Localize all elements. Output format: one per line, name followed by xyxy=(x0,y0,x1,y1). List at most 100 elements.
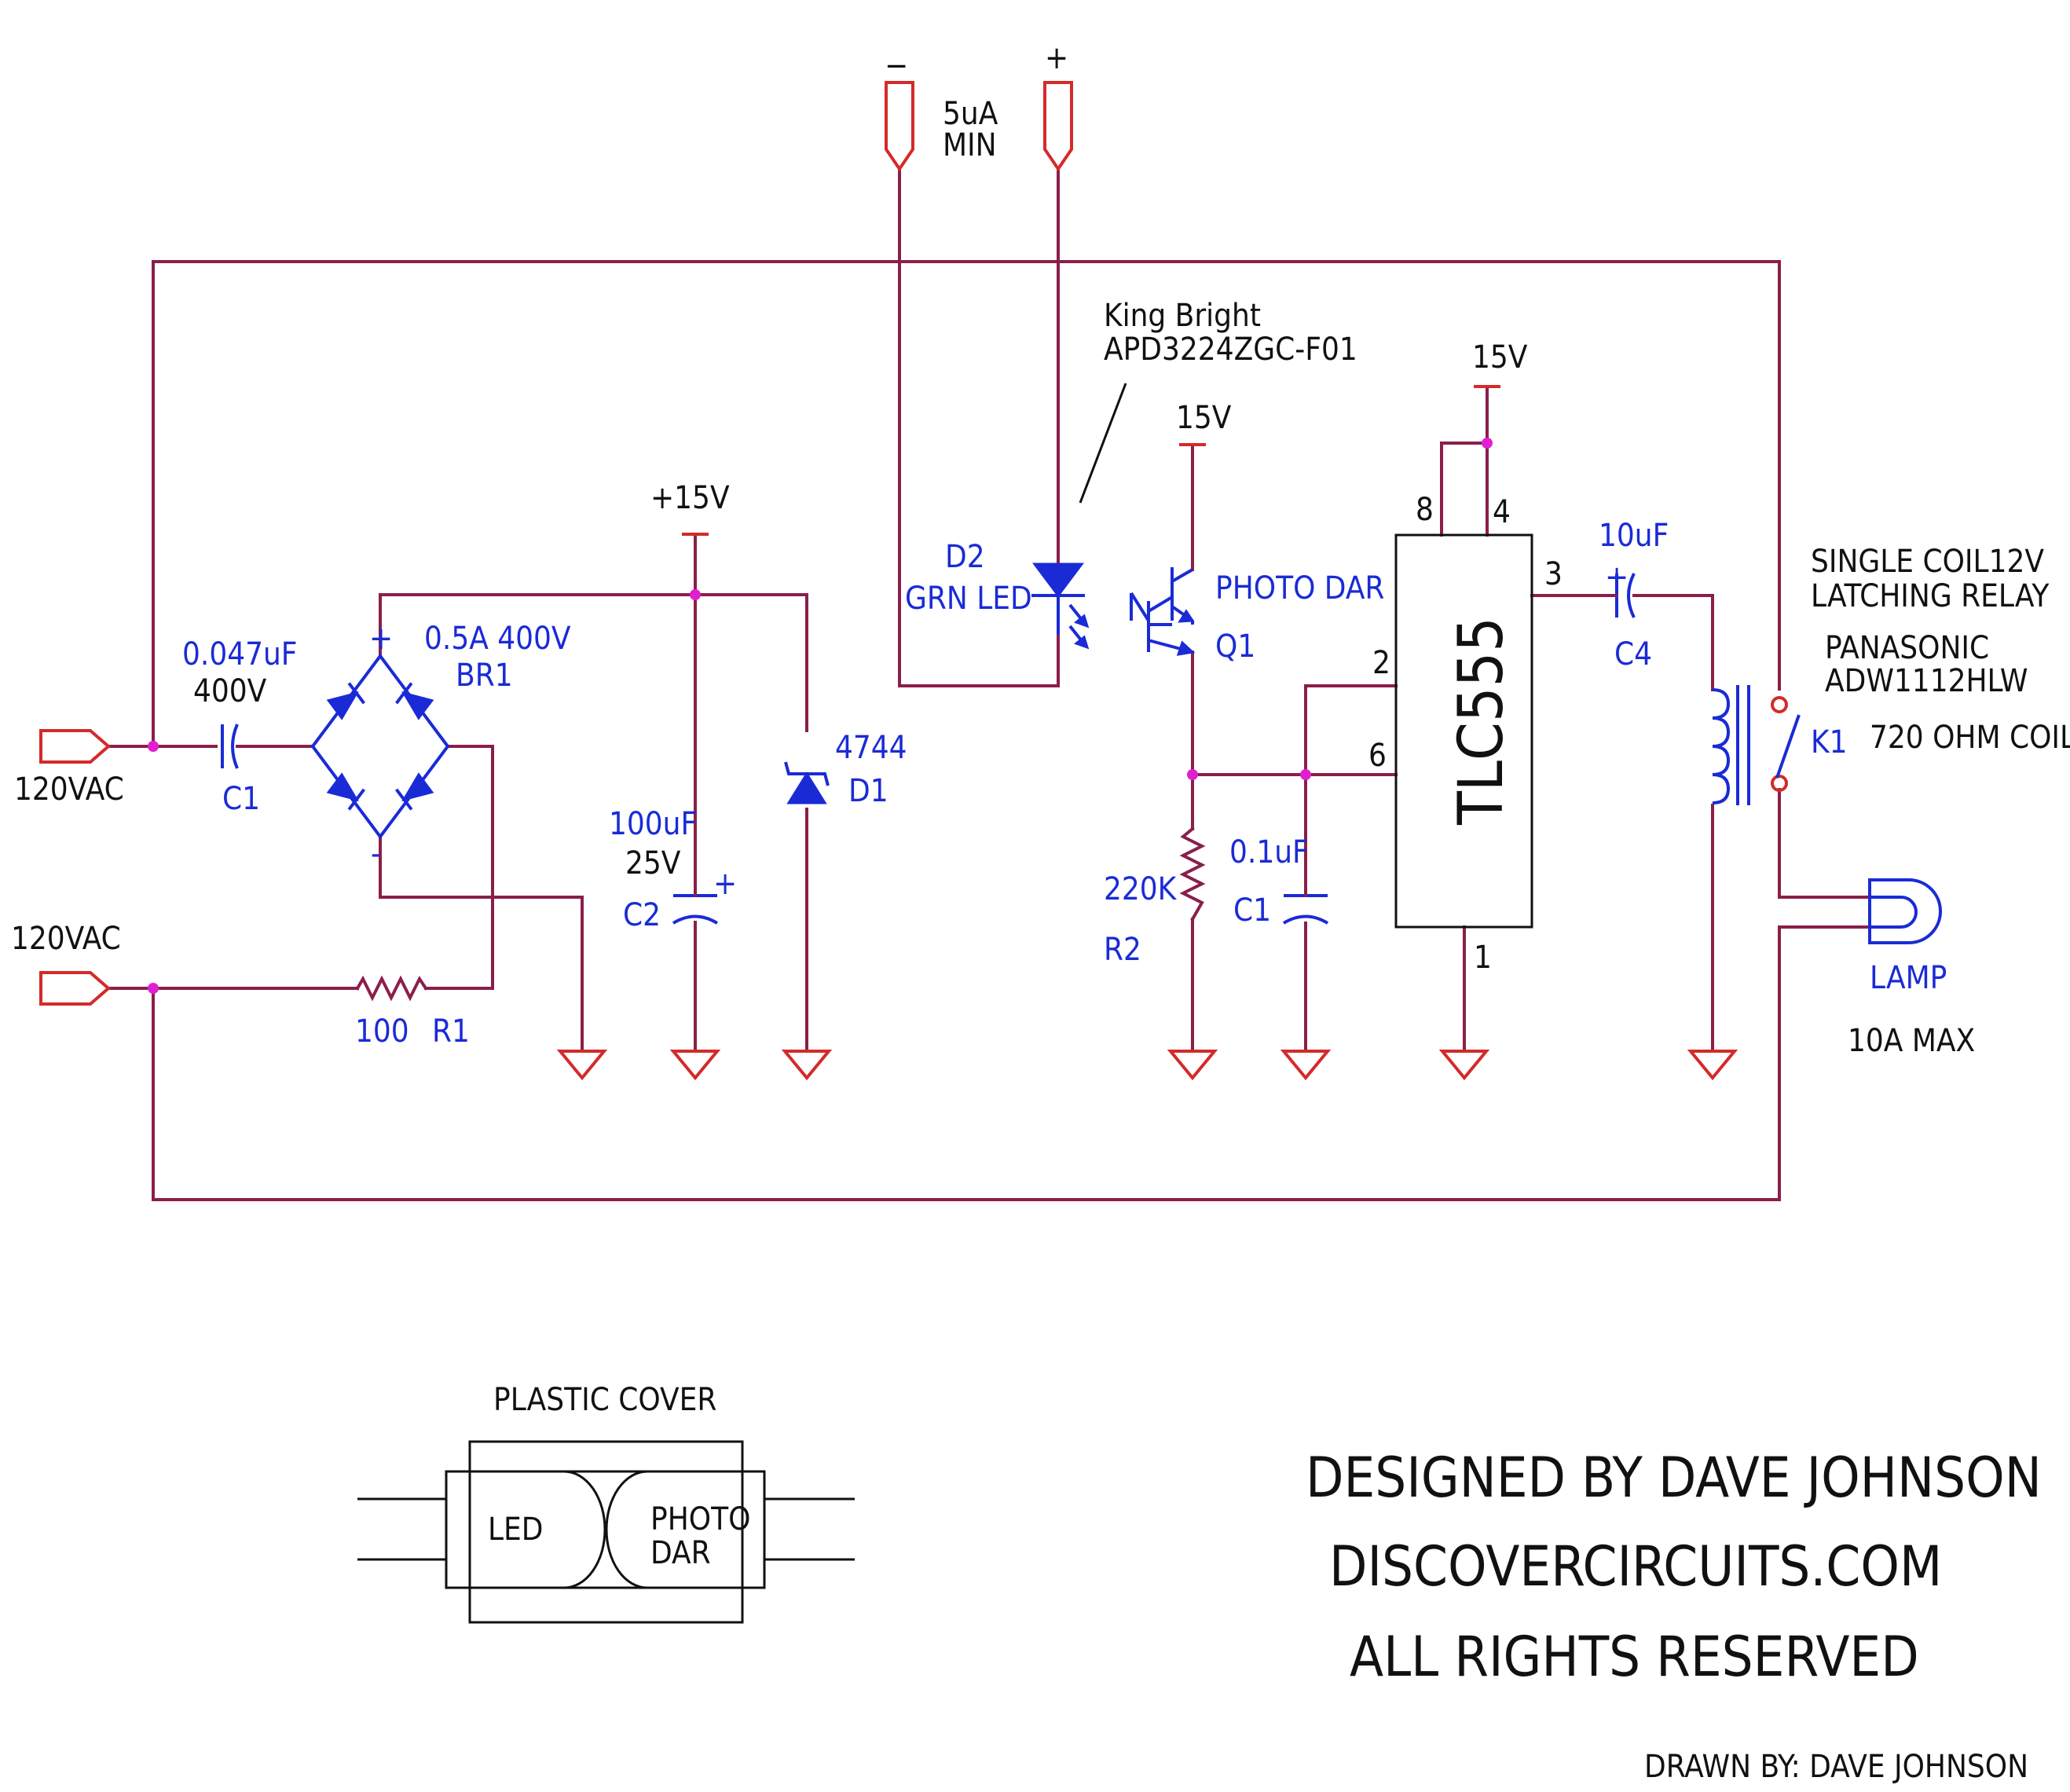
relay-line1: SINGLE COIL12V xyxy=(1811,544,2044,580)
r2-ref: R2 xyxy=(1104,932,1141,968)
lamp-label: LAMP xyxy=(1870,960,1947,996)
c2-ref: C2 xyxy=(623,897,661,933)
meter-plus: + xyxy=(1045,40,1068,76)
r2-value: 220K xyxy=(1104,871,1178,907)
d2-ref: D2 xyxy=(945,539,985,575)
relay-coil xyxy=(1712,685,1750,805)
c4-value: 10uF xyxy=(1599,518,1669,554)
input-label-bottom: 120VAC xyxy=(11,921,121,957)
junction xyxy=(1482,438,1493,449)
input-terminal-top xyxy=(39,729,112,764)
resistor-r2 xyxy=(1179,826,1206,922)
credit-designed: DESIGNED BY DAVE JOHNSON xyxy=(1306,1446,2042,1510)
plastic-cover-diagram xyxy=(357,1440,855,1624)
q1-supply: 15V xyxy=(1176,400,1232,436)
wire-lamp-top xyxy=(1778,788,1871,899)
meter-current-line1: 5uA xyxy=(943,96,998,132)
opto-leader-line xyxy=(1079,383,1127,504)
timer-pin-1: 1 xyxy=(1474,940,1492,976)
c1-input-voltage: 400V xyxy=(193,673,267,709)
ground-symbol xyxy=(781,1050,833,1081)
zener-d1 xyxy=(784,761,830,804)
ground-symbol xyxy=(669,1050,721,1081)
timer-supply: 15V xyxy=(1472,339,1528,376)
d1-value: 4744 xyxy=(835,730,907,766)
junctions xyxy=(148,438,1493,994)
input-label-top: 120VAC xyxy=(14,771,124,808)
junction xyxy=(148,741,159,752)
opto-part: APD3224ZGC-F01 xyxy=(1104,332,1357,368)
wire-bridge-minus xyxy=(379,835,584,1053)
timer-pin-4: 4 xyxy=(1493,494,1511,530)
bridge-plus: + xyxy=(369,621,393,657)
capacitor-c1-input xyxy=(221,724,239,769)
junction xyxy=(1300,769,1311,780)
c2-voltage: 25V xyxy=(625,845,681,881)
supply-label: +15V xyxy=(650,480,730,516)
capacitor-c4 xyxy=(1609,573,1636,618)
ground-symbol xyxy=(1438,1050,1490,1081)
ground-symbol xyxy=(556,1050,608,1081)
ground-symbol xyxy=(1280,1050,1332,1081)
capacitor-c2 xyxy=(672,831,719,925)
c1-input-ref: C1 xyxy=(222,781,260,817)
resistor-r1 xyxy=(355,975,428,1002)
junction xyxy=(1187,769,1198,780)
relay-part: ADW1112HLW xyxy=(1825,663,2028,699)
r1-value: 100 xyxy=(355,1013,409,1050)
grounds xyxy=(556,1050,1738,1081)
credit-rights: ALL RIGHTS RESERVED xyxy=(1350,1625,1919,1689)
bridge-rating: 0.5A 400V xyxy=(424,621,571,657)
junction xyxy=(148,983,159,994)
wire-bridge-plus xyxy=(379,593,808,732)
wire-r1-to-bridge xyxy=(424,745,494,990)
bridge-rectifier xyxy=(310,653,450,840)
relay-contact xyxy=(1771,696,1801,792)
d1-ref: D1 xyxy=(848,773,888,809)
capacitor-c1-timer xyxy=(1282,888,1329,925)
q1-desc: PHOTO DAR xyxy=(1215,570,1384,606)
r1-ref: R1 xyxy=(432,1013,470,1050)
opto-maker: King Bright xyxy=(1104,298,1261,334)
d2-desc: GRN LED xyxy=(905,581,1032,617)
led-d2 xyxy=(1031,563,1090,650)
credit-site: DISCOVERCIRCUITS.COM xyxy=(1329,1534,1942,1599)
ground-symbol xyxy=(1167,1050,1218,1081)
junction xyxy=(690,589,701,600)
cover-photo-line2: DAR xyxy=(650,1535,711,1571)
timer-pin-8: 8 xyxy=(1416,492,1434,528)
wire-meter-minus xyxy=(898,167,1060,687)
meter-current-line2: MIN xyxy=(943,127,997,163)
input-terminal-bottom xyxy=(39,971,112,1006)
relay-ref: K1 xyxy=(1811,724,1847,760)
c1-timer-ref: C1 xyxy=(1233,892,1271,929)
meter-terminal-plus xyxy=(1043,81,1073,172)
bridge-ref: BR1 xyxy=(456,658,513,694)
wire-bottom-loop xyxy=(152,925,1781,1201)
timer-chip-body xyxy=(1394,533,1533,929)
timer-pin-3: 3 xyxy=(1544,556,1563,592)
c2-polarity: + xyxy=(713,866,737,902)
c4-ref: C4 xyxy=(1614,636,1652,672)
relay-line2: LATCHING RELAY xyxy=(1811,578,2050,614)
c4-polarity: + xyxy=(1605,559,1629,596)
c1-timer-value: 0.1uF xyxy=(1229,834,1309,870)
timer-chip-name: TLC555 xyxy=(1446,617,1517,826)
c2-value: 100uF xyxy=(609,806,697,842)
timer-pin-6: 6 xyxy=(1368,738,1387,774)
relay-maker: PANASONIC xyxy=(1825,630,1989,666)
cover-led: LED xyxy=(488,1512,544,1548)
timer-pin-2: 2 xyxy=(1372,645,1390,681)
q1-ref: Q1 xyxy=(1215,628,1255,665)
lamp-rating: 10A MAX xyxy=(1848,1023,1975,1059)
meter-minus: − xyxy=(885,48,908,84)
relay-coil-spec: 720 OHM COIL xyxy=(1870,720,2070,756)
photo-darlington-q1 xyxy=(1130,567,1196,656)
wire-c4-to-coil xyxy=(1632,594,1714,691)
bridge-minus: - xyxy=(371,836,381,872)
wire-top-loop xyxy=(152,260,1781,748)
lamp-symbol xyxy=(1868,878,1942,944)
wire-pin8 xyxy=(1440,442,1489,537)
cover-title: PLASTIC COVER xyxy=(493,1382,716,1418)
